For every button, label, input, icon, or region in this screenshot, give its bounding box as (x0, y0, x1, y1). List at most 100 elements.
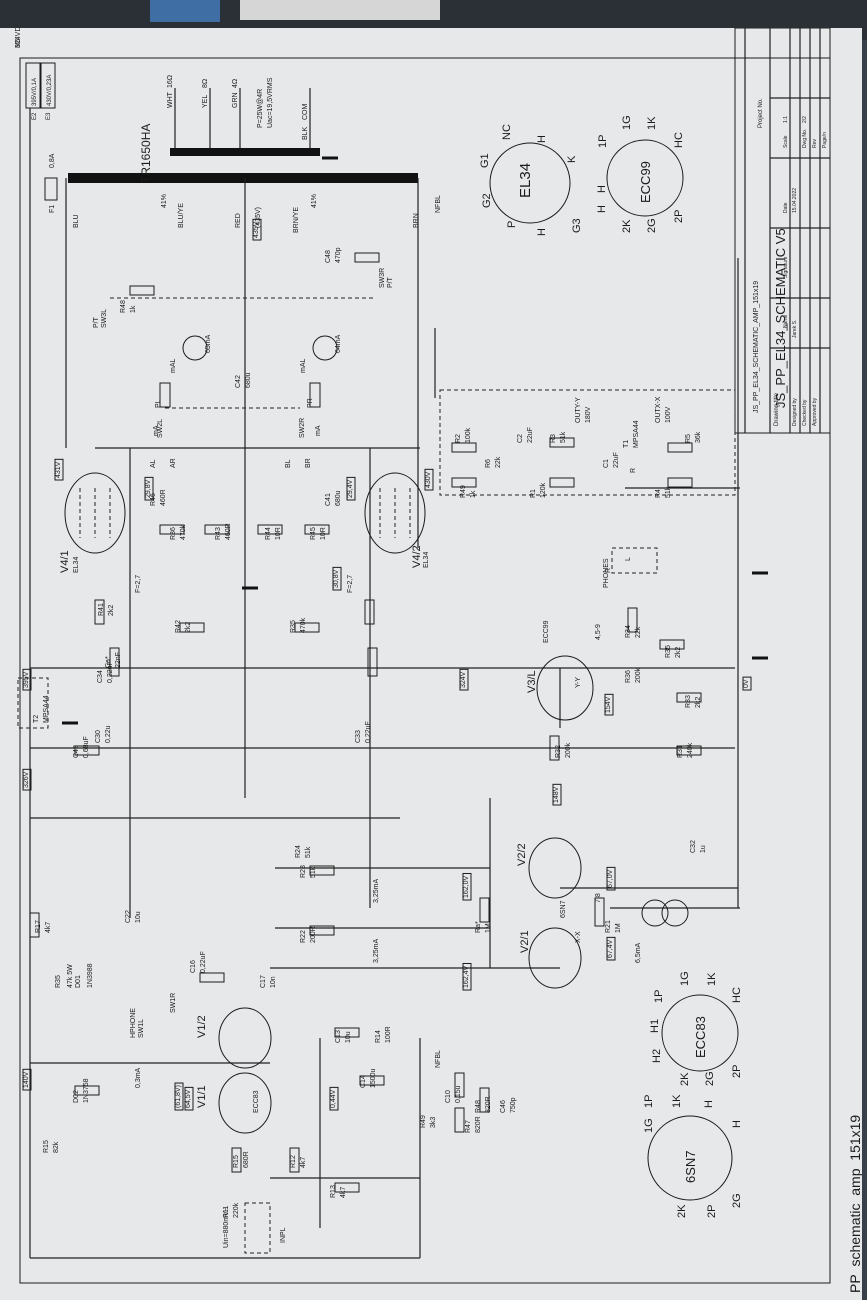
schematic-label: mAL (300, 359, 307, 374)
schematic-label: SW3R (379, 268, 386, 288)
pin-label: P (506, 221, 518, 228)
pin-label: 1K (706, 972, 718, 986)
pin-label: H1 (649, 1019, 661, 1033)
voltage-label-frame (462, 872, 472, 901)
component-label: C48 (325, 250, 332, 263)
voltage-label-frame (459, 668, 469, 691)
voltage-label: 395V (23, 671, 30, 688)
component-label: 460R (225, 523, 232, 540)
component-label: R31 (677, 745, 684, 758)
component-label: R44 (265, 527, 272, 540)
ground-symbols (60, 156, 770, 725)
component-label: C43 (73, 745, 80, 758)
supply-label: E2 (32, 112, 38, 120)
designed-by-label: Designed by (792, 398, 798, 426)
tap-label: GRN (232, 92, 239, 108)
pinout-ecc83: ECC83 1P 1G 1K HC 2P 2G 2K H2 H1 (649, 971, 743, 1086)
component-label: R15 (43, 1140, 50, 1153)
pinout-title: ECC99 (638, 161, 653, 203)
voltage-label: 435V (253, 221, 260, 238)
voltage-label: 0,44V (330, 1089, 337, 1108)
pin-label: H (703, 1100, 715, 1108)
tap-label: WHT (167, 91, 174, 108)
pin-label: 1G (643, 1118, 655, 1133)
component-label: 1M (615, 923, 622, 933)
component-label: 1k (470, 490, 477, 498)
tube-v22 (528, 837, 582, 899)
component-label: 22k (495, 456, 502, 468)
transformer-voltage: Uac=19,5VRMS (267, 77, 274, 128)
pin-label: 1P (643, 1095, 655, 1108)
tube-label: F=2,7 (347, 575, 354, 593)
schematic-label: PR (307, 398, 314, 408)
component-label: 120k (540, 482, 547, 498)
voltage-label: 0V (743, 679, 750, 688)
rev-label: Rev (812, 139, 818, 148)
fuse-label: F1 (49, 205, 56, 213)
component-label: 3k3 (430, 1117, 437, 1128)
pin-label: 1K (671, 1094, 683, 1108)
primary-lead: RED (235, 213, 242, 228)
component-label: 10n (270, 976, 277, 988)
pin-label: 2K (676, 1204, 688, 1218)
schematic-label: OUTX-X (655, 396, 662, 423)
component-label: R22 (300, 930, 307, 943)
pin-label: 1P (653, 990, 665, 1003)
component-label: 2k2 (675, 647, 682, 658)
pinout-6sn7: 6SN7 1G 1P 1K H H 2G 2P 2K (643, 1094, 743, 1218)
component-label: R6 (485, 459, 492, 468)
component-label: 220k (233, 1202, 240, 1218)
component-label: C41 (325, 493, 332, 506)
input-jack-outline (244, 1202, 271, 1254)
voltage-label-frame (184, 1086, 194, 1111)
component-label: R14 (375, 1030, 382, 1043)
voltage-label: 431V (55, 461, 62, 478)
tap-label: BLK (302, 126, 309, 140)
component-label: C34 (97, 670, 104, 683)
voltage-label-frame (462, 962, 472, 991)
tube-label: V2/1 (519, 930, 531, 953)
pin-label: K (566, 155, 578, 163)
schematic-label: INPL (280, 1227, 287, 1243)
transformer-power: P=25W@4R (257, 89, 264, 128)
schematic-sheet: Project No. Drawing title JS_PP_EL34_SCH… (0, 28, 862, 1300)
regulator-outline (17, 677, 49, 729)
component-label: C10 (445, 1090, 452, 1103)
pin-label: NC (501, 124, 513, 140)
tube-label: V1/2 (196, 1015, 208, 1038)
pinout-el34: EL34 G1 NC H K G3 H P G2 (479, 124, 583, 236)
schematic-label: PHONES (603, 558, 610, 588)
tube-label: V4/2 (411, 545, 423, 568)
background-object (150, 0, 220, 22)
pinout-title: ECC83 (693, 1016, 708, 1058)
tube-label: V3/L (526, 670, 538, 693)
date-value: 15.04.2022 (792, 188, 798, 213)
component-label: 820R (475, 1116, 482, 1133)
component-label: 22nF (115, 652, 122, 668)
component-label: 1N3988 (87, 963, 94, 988)
component-label: R42 (175, 620, 182, 633)
component-label: R23 (300, 865, 307, 878)
primary-lead: BRN/YE (293, 207, 300, 233)
component-label: 51k (305, 846, 312, 858)
schematic-label: SW1L (138, 1019, 145, 1038)
schematic-label: 100V (665, 406, 672, 423)
component-label: 460R (160, 489, 167, 506)
component-label: 0,68uF (83, 736, 90, 758)
component-label: 100k (465, 427, 472, 443)
primary-lead: BRN (413, 213, 420, 228)
title-large: JS_PP_EL34_SCHEMATIC V5 (773, 228, 788, 408)
schematic-label: SW1R (170, 993, 177, 1013)
pinout-title: 6SN7 (683, 1150, 698, 1183)
component-label: T1 (623, 440, 630, 448)
component-label: R48 (475, 1100, 482, 1113)
component-label: 1M (485, 923, 492, 933)
component-label: 1u (700, 845, 707, 853)
component-label: 4k7 (300, 1157, 307, 1168)
component-label: R12 (290, 1155, 297, 1168)
component-label: 4k7 (45, 922, 52, 933)
tube-label: V2/2 (516, 843, 528, 866)
component-label: 240k (687, 742, 694, 758)
pinout-title: EL34 (517, 163, 534, 198)
voltage-label: 326V (23, 771, 30, 788)
